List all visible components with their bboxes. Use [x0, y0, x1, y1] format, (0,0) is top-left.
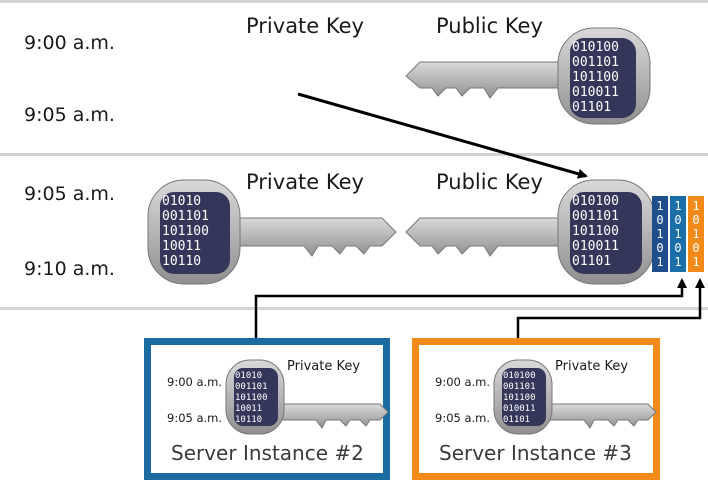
- key-bits-line: 01010: [162, 194, 201, 209]
- top-divider: [0, 0, 708, 3]
- key-bits-line: 101100: [162, 224, 209, 239]
- key-bits-line: 010100: [572, 40, 619, 55]
- segment-bit: 0: [656, 241, 663, 255]
- row2-time-start: 9:05 a.m.: [24, 183, 115, 205]
- key-bits-line: 010011: [572, 239, 619, 254]
- key-bits-line: 01101: [572, 254, 611, 269]
- row1-time-end: 9:05 a.m.: [24, 104, 115, 126]
- key-bits-line: 001101: [235, 382, 268, 392]
- segment-bit: 1: [674, 227, 681, 241]
- segment-bit: 1: [692, 255, 699, 269]
- row2-time-end: 9:10 a.m.: [24, 258, 115, 280]
- segment-bit: 1: [692, 227, 699, 241]
- key-bits-line: 010011: [503, 404, 536, 414]
- instance3-name: Server Instance #3: [439, 441, 632, 465]
- row-divider: [0, 153, 708, 156]
- segment-bit: 1: [674, 255, 681, 269]
- key-segment-2: [670, 196, 686, 272]
- segment-bit: 1: [656, 227, 663, 241]
- row2-private-key-label: Private Key: [246, 170, 364, 194]
- instance3-time-start: 9:00 a.m.: [435, 375, 491, 389]
- row2-public-key-label: Public Key: [436, 170, 543, 194]
- key-bits-line: 101100: [572, 224, 619, 239]
- rotation-arrow: [297, 92, 588, 179]
- key-bits-line: 101100: [572, 70, 619, 85]
- key-bits-line: 001101: [572, 55, 619, 70]
- key-segment-3: [688, 196, 704, 272]
- instance2-name: Server Instance #2: [171, 441, 364, 465]
- key-bits-line: 010100: [503, 371, 536, 381]
- instance3-time-end: 9:05 a.m.: [435, 411, 491, 425]
- key-bits-line: 10110: [162, 254, 201, 269]
- key-bits-line: 101100: [235, 393, 268, 403]
- row1-private-key-label: Private Key: [246, 14, 364, 38]
- key-bits-line: 10110: [235, 415, 262, 425]
- segment-bit: 0: [674, 241, 681, 255]
- row1-time-start: 9:00 a.m.: [24, 32, 115, 54]
- key-bits-line: 001101: [162, 209, 209, 224]
- key-bits-line: 010100: [572, 194, 619, 209]
- segment-bit: 1: [656, 199, 663, 213]
- segment-bit: 1: [656, 255, 663, 269]
- segment-bit: 0: [692, 241, 699, 255]
- instance3-key-label: Private Key: [555, 359, 629, 374]
- segment-bit: 0: [692, 213, 699, 227]
- key-bits-line: 10011: [235, 404, 262, 414]
- segment-bit: 0: [656, 213, 663, 227]
- segment-bit: 1: [692, 199, 699, 213]
- connector-instance2: [254, 278, 687, 362]
- key-segment-1: [652, 196, 668, 272]
- segment-bit: 0: [674, 213, 681, 227]
- key-bits-line: 01010: [235, 371, 262, 381]
- key-bits-line: 101100: [503, 393, 536, 403]
- key-bits-line: 010011: [572, 85, 619, 100]
- key-bits-line: 10011: [162, 239, 201, 254]
- key-bits-line: 001101: [572, 209, 619, 224]
- bottom-divider: [0, 307, 708, 310]
- key-bits-line: 01101: [572, 100, 611, 115]
- key-bits-line: 01101: [503, 415, 530, 425]
- instance2-time-start: 9:00 a.m.: [167, 375, 223, 389]
- instance2-key-label: Private Key: [287, 359, 361, 374]
- row1-public-key-label: Public Key: [436, 14, 543, 38]
- segment-bit: 1: [674, 199, 681, 213]
- key-bits-line: 001101: [503, 382, 536, 392]
- instance2-time-end: 9:05 a.m.: [167, 411, 223, 425]
